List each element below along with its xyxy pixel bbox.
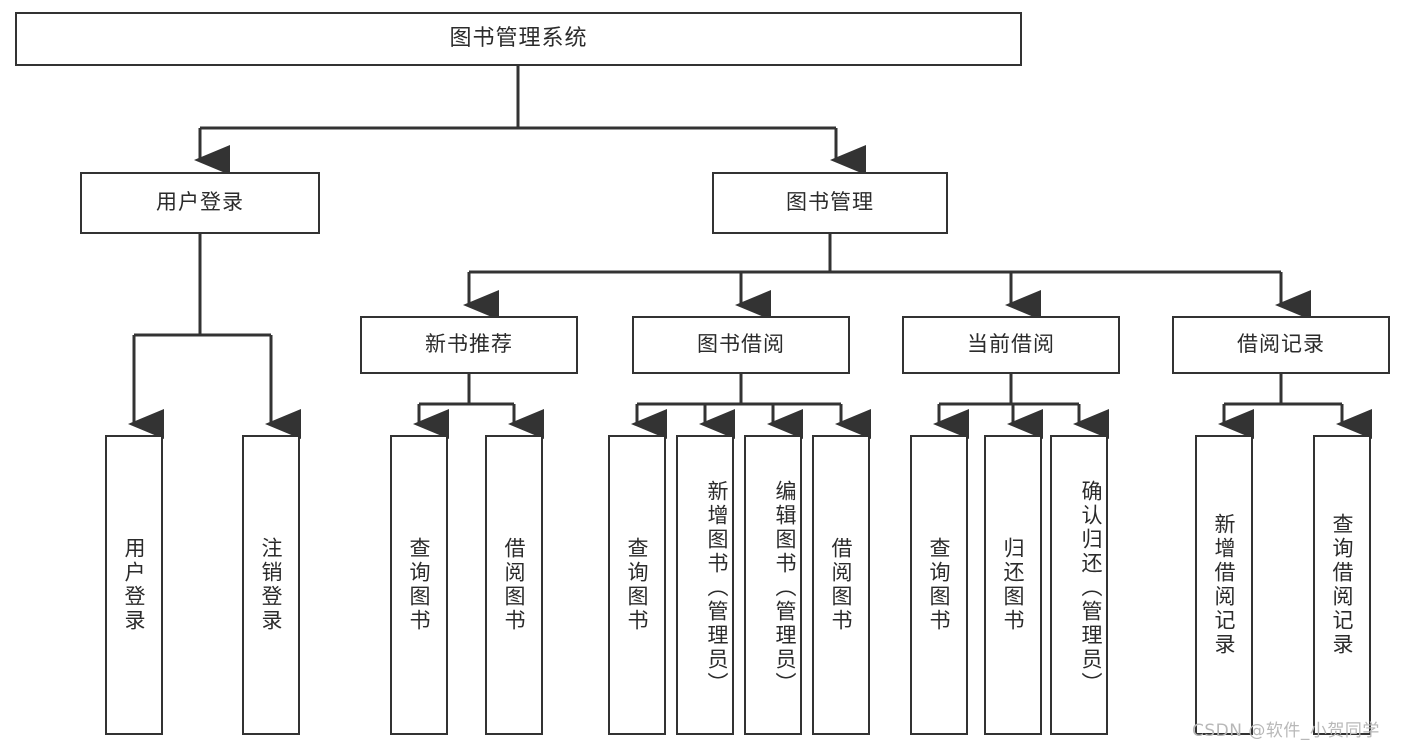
node-leaf-user-login[interactable]: 用户登录 (105, 435, 163, 735)
node-user-login[interactable]: 用户登录 (80, 172, 320, 234)
node-leaf-query-book-2[interactable]: 查询图书 (608, 435, 666, 735)
node-label: 注销登录 (259, 537, 283, 633)
node-label: 新书推荐 (425, 332, 513, 357)
node-label: 借阅图书 (829, 537, 853, 633)
node-label: 图书借阅 (697, 332, 785, 357)
node-leaf-borrow-book-1[interactable]: 借阅图书 (485, 435, 543, 735)
node-book-management[interactable]: 图书管理 (712, 172, 948, 234)
node-leaf-confirm-return-admin[interactable]: 确认归还（管理员） (1050, 435, 1108, 735)
node-label: 用户登录 (122, 537, 146, 633)
node-leaf-add-book-admin[interactable]: 新增图书（管理员） (676, 435, 734, 735)
node-leaf-query-book-3[interactable]: 查询图书 (910, 435, 968, 735)
node-leaf-borrow-book-2[interactable]: 借阅图书 (812, 435, 870, 735)
node-leaf-edit-book-admin[interactable]: 编辑图书（管理员） (744, 435, 802, 735)
node-label: 查询图书 (927, 537, 951, 633)
node-label: 查询图书 (407, 537, 431, 633)
node-label: 当前借阅 (967, 332, 1055, 357)
node-label: 查询借阅记录 (1330, 513, 1354, 657)
node-label: 借阅图书 (502, 537, 526, 633)
node-current-borrow[interactable]: 当前借阅 (902, 316, 1120, 374)
node-label: 新增借阅记录 (1212, 513, 1236, 657)
node-label: 查询图书 (625, 537, 649, 633)
node-leaf-logout-login[interactable]: 注销登录 (242, 435, 300, 735)
node-borrow-record[interactable]: 借阅记录 (1172, 316, 1390, 374)
node-leaf-query-borrow-record[interactable]: 查询借阅记录 (1313, 435, 1371, 735)
node-root[interactable]: 图书管理系统 (15, 12, 1022, 66)
node-label: 编辑图书（管理员） (773, 480, 797, 696)
csdn-watermark: CSDN @软件_小贺同学 (1192, 721, 1380, 741)
node-label: 新增图书（管理员） (705, 480, 729, 696)
node-label: 借阅记录 (1237, 332, 1325, 357)
node-label: 用户登录 (156, 190, 244, 215)
node-label: 确认归还（管理员） (1079, 480, 1103, 696)
node-label: 图书管理系统 (449, 25, 588, 51)
node-leaf-add-borrow-record[interactable]: 新增借阅记录 (1195, 435, 1253, 735)
node-label: 图书管理 (786, 190, 874, 215)
node-leaf-query-book-1[interactable]: 查询图书 (390, 435, 448, 735)
node-new-book-recommend[interactable]: 新书推荐 (360, 316, 578, 374)
node-label: 归还图书 (1001, 537, 1025, 633)
node-book-borrow[interactable]: 图书借阅 (632, 316, 850, 374)
node-leaf-return-book[interactable]: 归还图书 (984, 435, 1042, 735)
